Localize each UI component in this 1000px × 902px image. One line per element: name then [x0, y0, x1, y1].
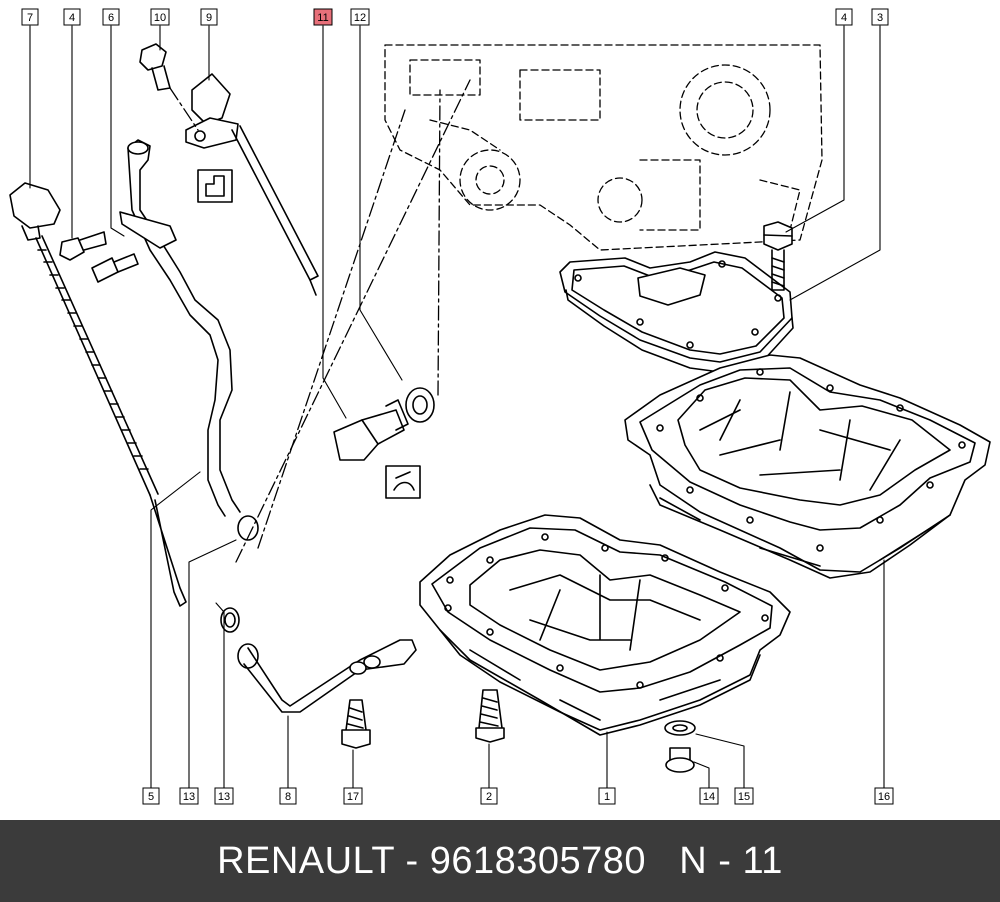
callout-number: 10	[154, 12, 166, 24]
callout-number: 16	[878, 791, 890, 803]
callout-number: 6	[108, 12, 114, 24]
diagram-reference: N - 11	[679, 839, 783, 882]
callout-4: 4	[63, 8, 81, 26]
gasket-bolt	[763, 221, 793, 291]
assembly-lines	[169, 79, 471, 563]
symbol-icons	[197, 169, 421, 499]
callout-number: 12	[354, 12, 366, 24]
exploded-parts-diagram: 7 4 6 10 9 11 12 4 3 5 13 13 8 17 2 1 14 15 16	[9, 8, 991, 805]
drain-plug-and-washer	[664, 720, 696, 773]
callout-number: 4	[841, 12, 847, 24]
callout-1: 1	[598, 787, 616, 805]
callout-box	[179, 787, 199, 805]
oil-pan-bolt	[475, 689, 505, 743]
callout-number: 1	[604, 791, 610, 803]
callout-13: 13	[214, 787, 234, 805]
part-number: 9618305780	[429, 839, 647, 882]
oil-pickup-pipe	[237, 639, 417, 713]
callout-number: 13	[183, 791, 195, 803]
callout-2: 2	[480, 787, 498, 805]
upper-oil-pan	[624, 354, 991, 579]
callout-number: 8	[285, 791, 291, 803]
leader-lines	[29, 25, 885, 790]
callout-box	[313, 8, 333, 26]
callout-box	[480, 787, 498, 805]
callout-4: 4	[835, 8, 853, 26]
callout-number: 5	[148, 791, 154, 803]
callout-12: 12	[350, 8, 370, 26]
callout-box	[874, 787, 894, 805]
callout-7: 7	[21, 8, 39, 26]
o-rings	[220, 515, 259, 633]
oil-pan-gasket	[559, 251, 794, 373]
callout-13: 13	[179, 787, 199, 805]
lower-oil-pan	[419, 514, 791, 736]
callout-box	[699, 787, 719, 805]
callout-box	[598, 787, 616, 805]
callout-6: 6	[102, 8, 120, 26]
callout-box	[63, 8, 81, 26]
callout-number: 7	[27, 12, 33, 24]
callout-box	[835, 8, 853, 26]
callout-number: 4	[69, 12, 75, 24]
callout-11-highlighted: 11	[313, 8, 333, 26]
callout-17: 17	[343, 787, 363, 805]
callout-number: 11	[317, 12, 328, 24]
callout-8: 8	[279, 787, 297, 805]
footer-caption: RENAULT - 9618305780 N - 11	[217, 839, 783, 882]
engine-block-outline	[384, 44, 823, 251]
callout-10: 10	[150, 8, 170, 26]
callout-14: 14	[699, 787, 719, 805]
callout-number: 9	[206, 12, 212, 24]
callout-number: 13	[218, 791, 230, 803]
callout-box	[279, 787, 297, 805]
callout-box	[734, 787, 754, 805]
dipstick-guide-tube	[119, 139, 241, 517]
callout-box	[200, 8, 218, 26]
callout-number: 17	[347, 791, 359, 803]
callout-box	[21, 8, 39, 26]
callout-5: 5	[142, 787, 160, 805]
callout-3: 3	[871, 8, 889, 26]
callout-15: 15	[734, 787, 754, 805]
oil-pressure-sensor	[333, 387, 435, 461]
callout-9: 9	[200, 8, 218, 26]
callout-number: 14	[703, 791, 715, 803]
pickup-pipe-bolt	[341, 699, 371, 749]
callout-box	[350, 8, 370, 26]
brand-name: RENAULT	[217, 839, 395, 882]
callout-box	[871, 8, 889, 26]
callout-16: 16	[874, 787, 894, 805]
bracket-bolt-and-stud	[59, 231, 139, 283]
footer-bar: RENAULT - 9618305780 N - 11	[0, 820, 1000, 902]
callout-number: 2	[486, 791, 492, 803]
callout-number: 3	[877, 12, 883, 24]
level-sensor-and-bolt	[139, 43, 319, 296]
callout-box	[150, 8, 170, 26]
callout-box	[343, 787, 363, 805]
callout-box	[142, 787, 160, 805]
callout-number: 15	[738, 791, 750, 803]
callout-box	[214, 787, 234, 805]
dipstick	[9, 182, 187, 607]
callout-box	[102, 8, 120, 26]
